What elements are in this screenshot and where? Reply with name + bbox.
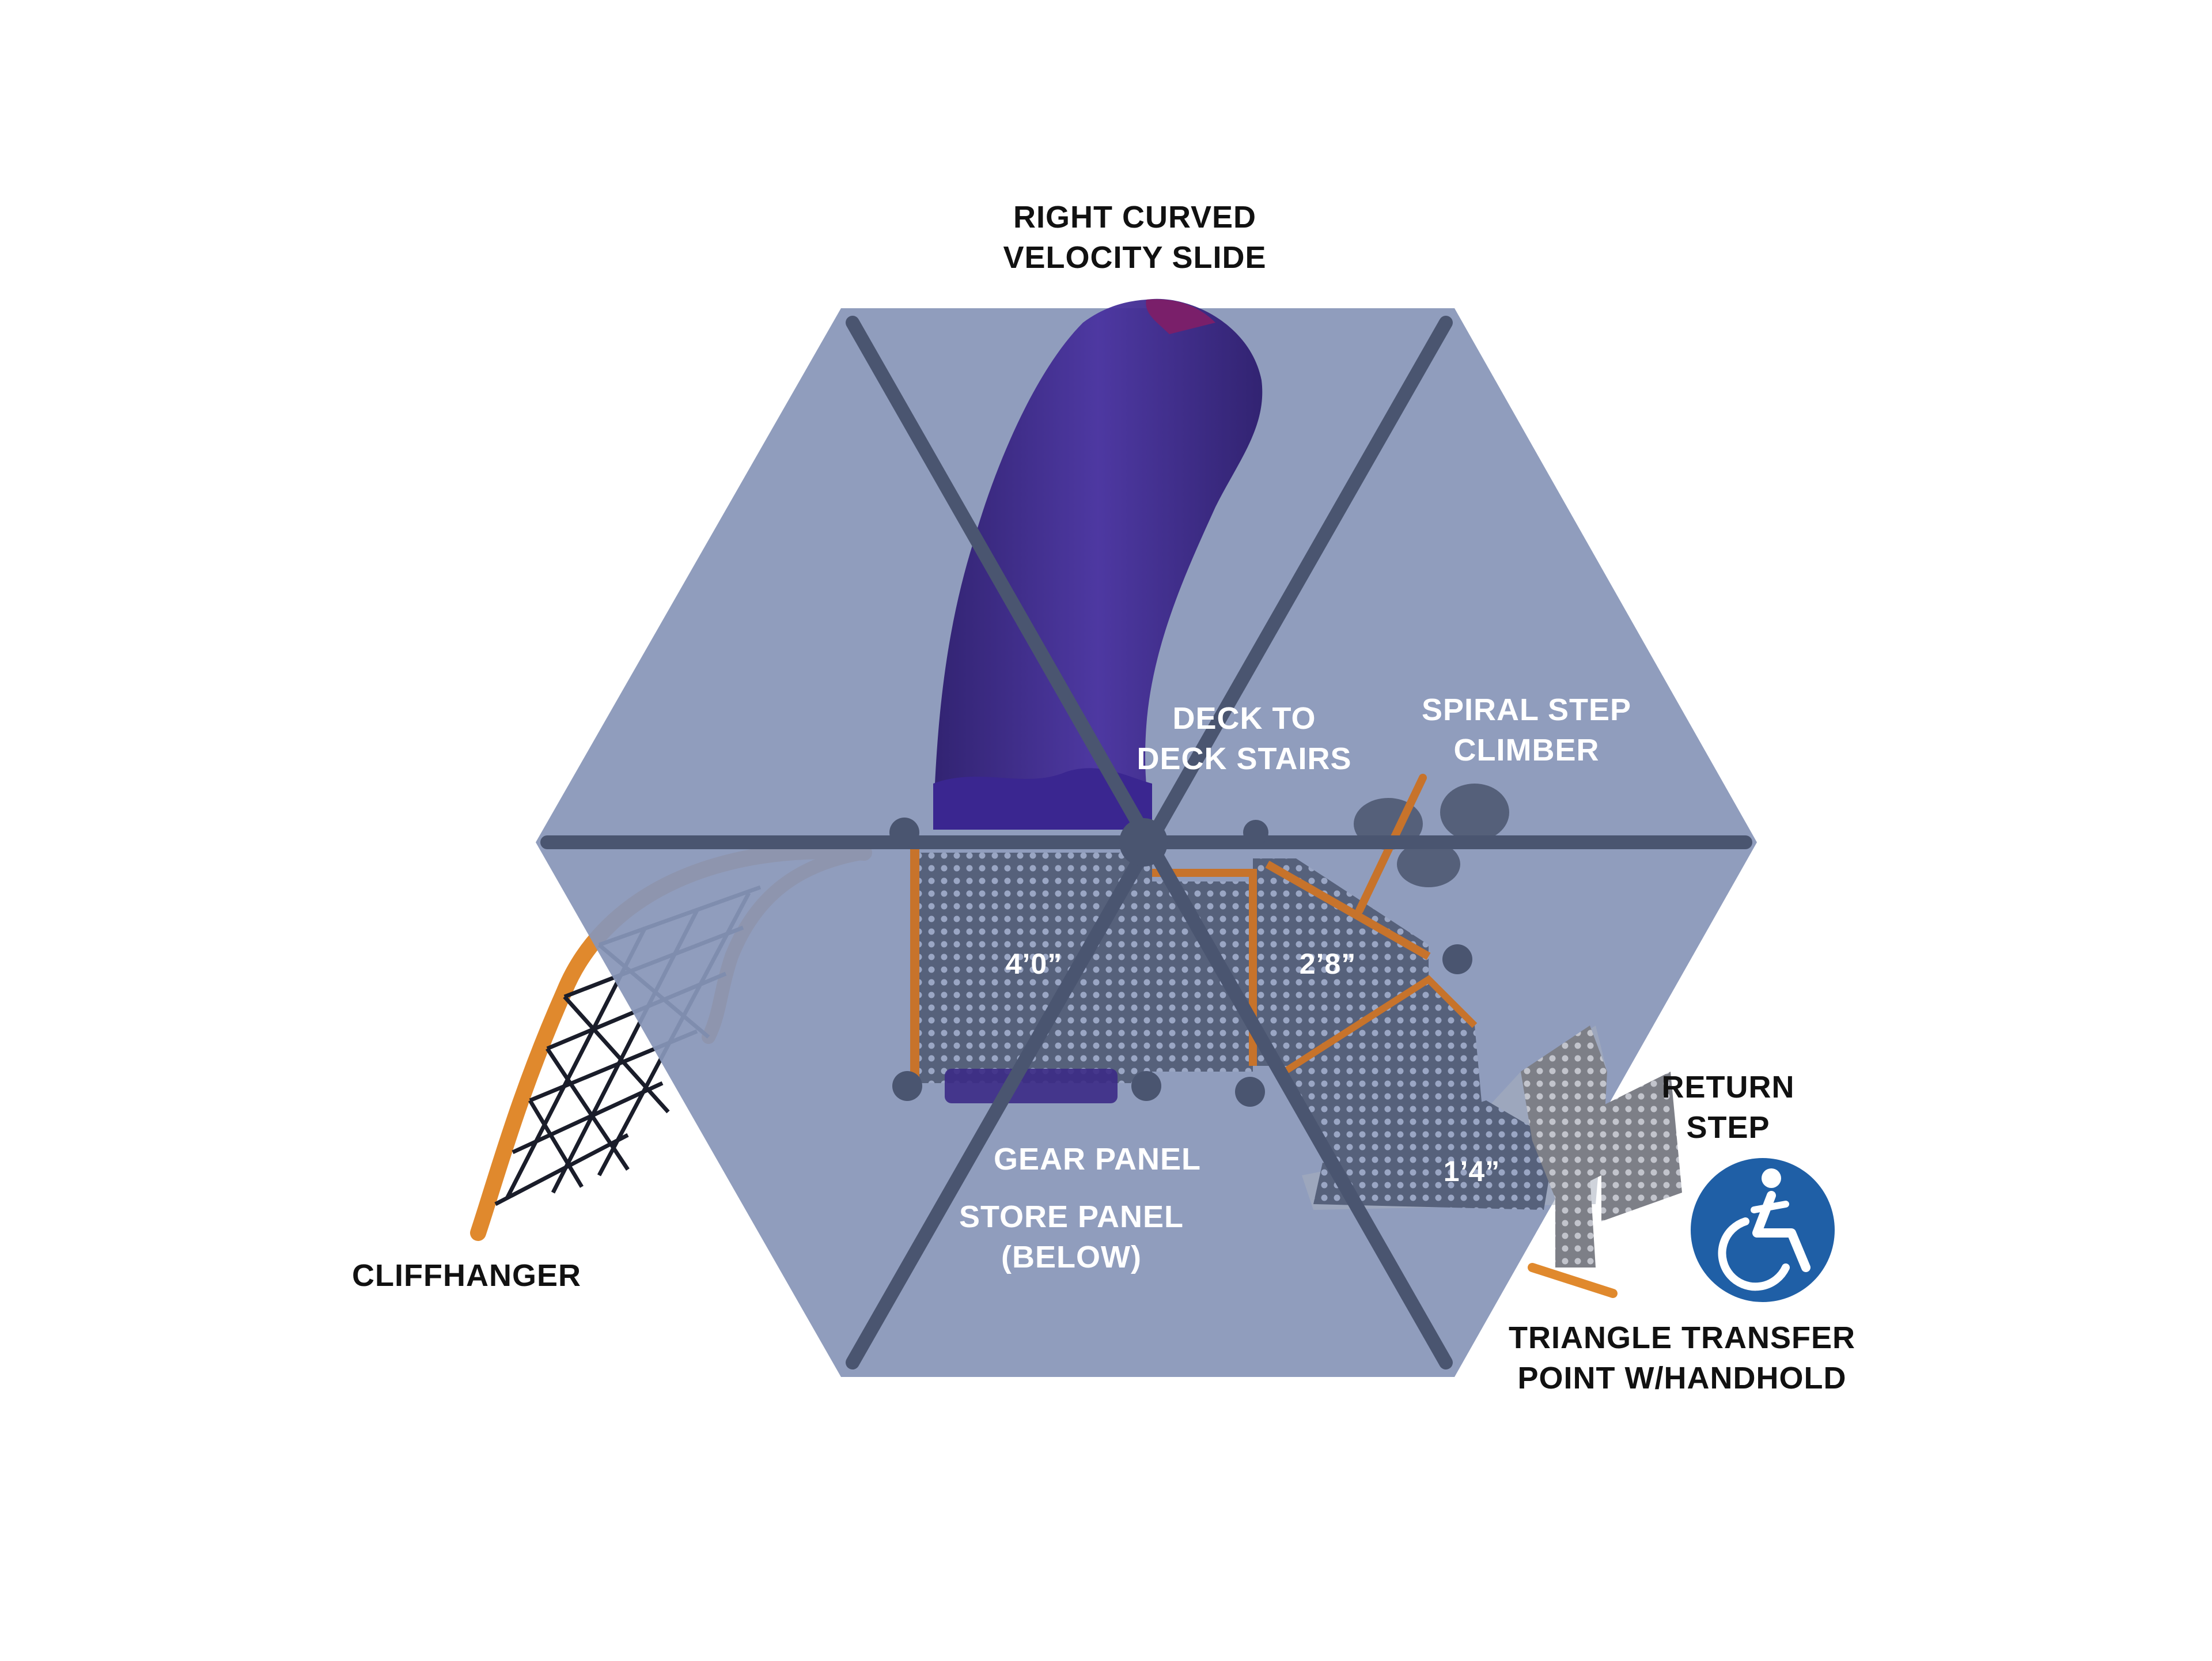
label-transfer-line1: TRIANGLE TRANSFER [1509,1321,1855,1355]
right-curved-velocity-slide [933,298,1263,830]
dimension-deck-left: 4’0” [1006,948,1063,980]
wheelchair-accessible-icon [1691,1158,1835,1302]
canopy-hub [1119,818,1168,867]
label-cliffhanger: CLIFFHANGER [352,1258,581,1293]
label-return-step-line1: RETURN [1662,1070,1795,1104]
dimension-transfer: 1’4” [1444,1155,1501,1187]
label-transfer-line2: POINT W/HANDHOLD [1518,1361,1847,1395]
label-return-step-line2: STEP [1686,1110,1770,1145]
label-spiral-line2: CLIMBER [1454,733,1600,767]
label-spiral-line1: SPIRAL STEP [1422,693,1631,727]
post-caps [889,818,1472,1107]
label-gear-panel: GEAR PANEL [994,1142,1201,1176]
label-store-panel-line1: STORE PANEL [959,1200,1184,1234]
label-stairs-line2: DECK STAIRS [1137,741,1351,776]
label-slide-line1: RIGHT CURVED [1013,200,1256,234]
label-stairs-line1: DECK TO [1172,701,1316,736]
triangle-transfer-point [1302,1026,1682,1298]
label-slide-line2: VELOCITY SLIDE [1003,240,1266,275]
label-store-panel-line2: (BELOW) [1001,1240,1142,1274]
dimension-deck-right: 2’8” [1300,948,1357,980]
